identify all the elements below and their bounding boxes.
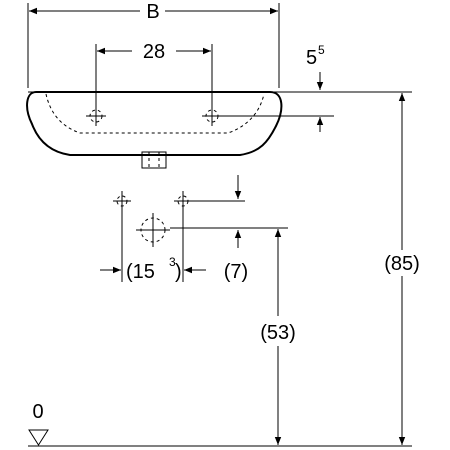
waste-spacing-open: (15 <box>126 261 155 283</box>
supply-point-left-icon <box>113 191 131 212</box>
rim-offset-label: 5 <box>306 47 317 69</box>
basin-shape <box>26 91 283 156</box>
waste-point-icon <box>136 213 170 247</box>
width-b-dimension: B <box>27 1 280 88</box>
width-b-label: B <box>146 1 159 23</box>
waste-offset-dimension: (7) <box>224 175 248 283</box>
waste-spacing-sup: 3 <box>169 255 176 269</box>
basin-outline <box>26 91 412 169</box>
floor-level-label: 0 <box>32 401 43 423</box>
supply-point-right-icon <box>174 191 192 212</box>
waste-spacing-dimension: (15 3 ) <box>100 212 206 283</box>
total-height-label: (85) <box>384 253 420 275</box>
waste-height-label: (53) <box>260 322 296 344</box>
total-height-dimension: (85) <box>384 93 420 445</box>
tap-hole-right-icon <box>202 106 222 126</box>
rim-offset-sup: 5 <box>318 43 325 57</box>
waste-height-dimension: (53) <box>260 229 296 445</box>
tap-spacing-dimension: 28 <box>95 41 213 124</box>
waste-outlet <box>141 151 167 169</box>
rim-offset-dimension: 5 5 <box>222 43 334 132</box>
floor-level-triangle-icon <box>28 429 49 446</box>
tap-hole-left-icon <box>86 106 106 126</box>
waste-offset-label: (7) <box>224 261 248 283</box>
waste-spacing-close: ) <box>175 261 182 283</box>
tap-spacing-label: 28 <box>143 41 165 63</box>
basin-inner-dashed <box>45 93 265 134</box>
floor-level: 0 <box>28 401 412 447</box>
connection-points <box>113 191 288 247</box>
